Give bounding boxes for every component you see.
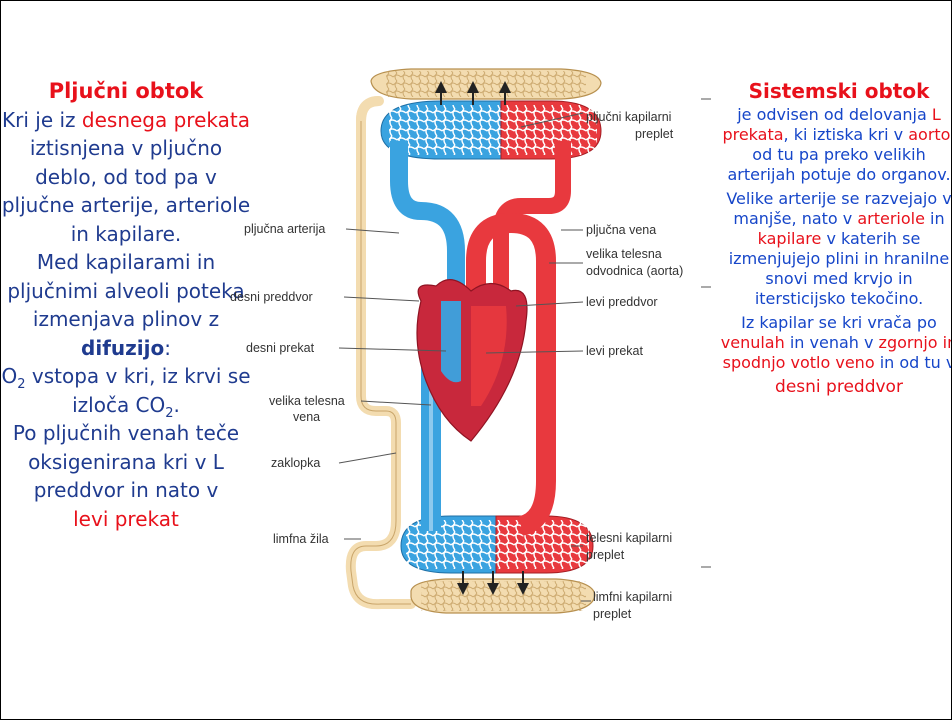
label-pulmonary-vein: pljučna vena: [586, 223, 656, 237]
label-left-ventricle: levi prekat: [586, 344, 643, 358]
label-pulmonary-capillary: pljučni kapilarni: [586, 110, 671, 124]
label-lymph-capillary-2: preplet: [593, 607, 632, 621]
label-body-capillary-2: preplet: [586, 548, 625, 562]
label-lymph-vessel: limfna žila: [273, 532, 329, 546]
label-aorta-1: velika telesna: [586, 247, 662, 261]
label-valve: zaklopka: [271, 456, 320, 470]
label-aorta-2: odvodnica (aorta): [586, 264, 683, 278]
label-body-capillary-1: telesni kapilarni: [586, 531, 672, 545]
lymph-capillary-top: [371, 69, 601, 99]
label-pulmonary-artery: pljučna arterija: [244, 222, 325, 236]
label-pulmonary-capillary-2: preplet: [635, 127, 674, 141]
label-lymph-capillary-1: limfni kapilarni: [593, 590, 672, 604]
label-left-atrium: levi preddvor: [586, 295, 658, 309]
label-vena-cava-1: velika telesna: [269, 394, 345, 408]
label-vena-cava-2: vena: [293, 410, 320, 424]
label-right-ventricle: desni prekat: [246, 341, 315, 355]
label-right-atrium: desni preddvor: [230, 290, 313, 304]
lymph-capillary-bottom: [411, 579, 595, 613]
